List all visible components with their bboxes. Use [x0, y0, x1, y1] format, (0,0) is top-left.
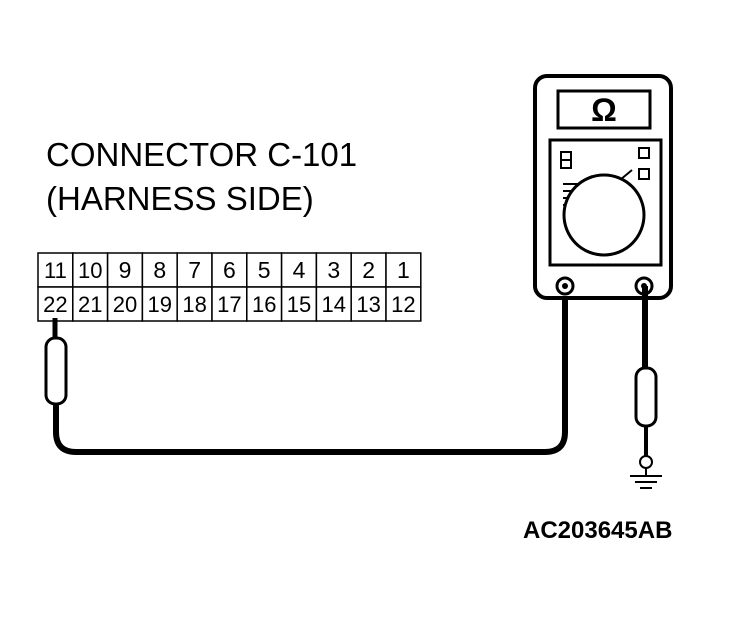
- selector-dial: [562, 173, 646, 257]
- terminal-label-19: 19: [148, 292, 172, 317]
- terminal-label-12: 12: [391, 292, 415, 317]
- connector-cell: [246, 286, 283, 322]
- terminal-label-20: 20: [113, 292, 137, 317]
- indicator-square-top: [638, 147, 650, 159]
- range-switch-icon: [560, 151, 572, 169]
- terminal-label-5: 5: [258, 257, 271, 283]
- indicator-square-bottom: [638, 168, 650, 180]
- terminal-label-6: 6: [223, 257, 236, 283]
- terminal-label-21: 21: [78, 292, 102, 317]
- terminal-label-1: 1: [397, 257, 410, 283]
- terminal-label-4: 4: [293, 257, 306, 283]
- connector-title: CONNECTOR C-101: [46, 136, 358, 173]
- multimeter-display: [556, 89, 652, 130]
- connector-subtitle: (HARNESS SIDE): [46, 180, 314, 217]
- connector-cell: [350, 286, 387, 322]
- ohm-symbol: Ω: [591, 92, 617, 128]
- terminal-label-8: 8: [153, 257, 166, 283]
- connector-cell: [37, 286, 74, 322]
- figure-code: AC203645AB: [523, 517, 673, 544]
- connector-cell: [141, 286, 178, 322]
- terminal-label-15: 15: [287, 292, 311, 317]
- ground-lead: [634, 286, 658, 469]
- ground-icon: [630, 468, 662, 489]
- terminal-label-13: 13: [356, 292, 380, 317]
- terminal-label-10: 10: [78, 258, 102, 283]
- test-lead-wire: [53, 286, 568, 455]
- connector-cell: [280, 286, 318, 322]
- connector-probe: [44, 318, 68, 406]
- terminal-label-11: 11: [44, 258, 67, 283]
- terminal-label-9: 9: [119, 257, 132, 283]
- connector-cell: [385, 286, 422, 322]
- terminal-label-17: 17: [217, 292, 241, 317]
- connector-cell: [72, 286, 109, 322]
- terminal-label-16: 16: [252, 292, 276, 317]
- terminal-label-7: 7: [188, 257, 201, 283]
- terminal-label-3: 3: [327, 257, 340, 283]
- terminal-label-22: 22: [43, 292, 67, 317]
- connector-cell: [211, 286, 248, 322]
- connector-cell: [106, 286, 144, 322]
- multimeter: Ω: [533, 74, 673, 300]
- terminal-label-14: 14: [322, 292, 346, 317]
- terminal-label-2: 2: [362, 257, 375, 283]
- terminal-label-18: 18: [182, 292, 206, 317]
- left-jack: [555, 276, 575, 296]
